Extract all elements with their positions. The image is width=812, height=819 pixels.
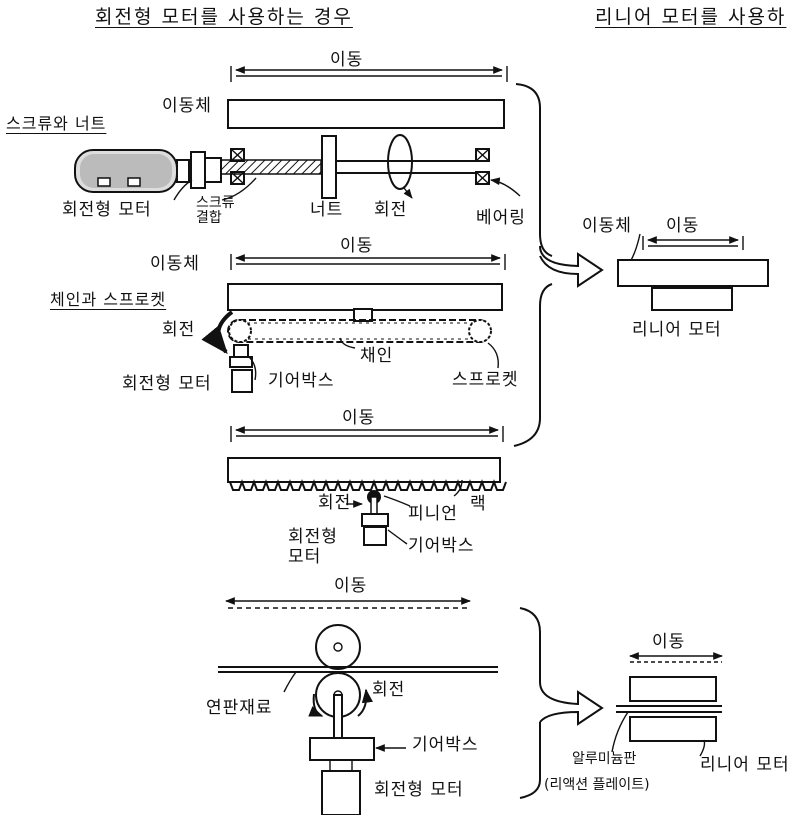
bearing-right [475,148,490,185]
rack-section [227,426,507,546]
sheet-rotation-label: 회전 [372,680,406,700]
roller-shaft [333,694,343,740]
sheet-gearbox-label: 기어박스 [412,735,479,755]
linear-motor-lower [629,716,717,742]
chain-gearbox-label: 기어박스 [268,371,335,391]
move-arrow [225,597,471,609]
rack-gearbox-label: 기어박스 [408,536,475,556]
right-brace-top [513,83,553,447]
arrow-to-linear-top [539,245,604,288]
mover-body [227,283,503,311]
sprocket-right [468,319,492,343]
linear-bottom-motor-label: 리니어 모터 [700,755,790,775]
screw-mover-label: 이동체 [162,96,212,116]
rotation-arrow [201,310,234,355]
screw-move-label: 이동 [330,50,364,70]
screw-coupling-label: 스크류 결합 [196,195,235,227]
chain-sprocket-label: 스프로켓 [452,370,519,390]
rack-motor [363,526,387,546]
plate-label: 알루미늄판 [572,751,637,767]
nut [321,135,337,199]
screw-coupling-hub [204,157,222,183]
rack-move-label: 이동 [342,408,376,428]
linear-motor-upper [629,676,717,702]
linear-bottom-move-label: 이동 [652,632,686,652]
chain-motor-label: 회전형 모터 [122,374,212,394]
chain-motor [231,369,253,393]
screw-nut-label: 너트 [310,200,344,220]
rack-gearbox [361,513,389,527]
sheet-motor [321,770,361,816]
rotary-motor [74,149,190,193]
chain-section [201,254,506,393]
rack-teeth [229,479,507,491]
sheet-motor-label: 회전형 모터 [374,780,464,800]
chain-rotation-label: 회전 [162,320,196,340]
sprocket-left [228,319,252,343]
sheet-section [218,597,498,816]
linear-bottom [611,652,723,757]
arrow-to-linear-bottom [539,681,604,726]
chain-chain-label: 채인 [360,346,394,366]
mover-body [227,99,505,129]
move-arrow [230,66,508,82]
screw-section [74,66,521,201]
header-rotary: 회전형 모터를 사용하는 경우 [95,6,353,28]
linear-mover [617,259,769,287]
linear-top-motor-label: 리니어 모터 [632,320,722,340]
rack-body [227,457,501,483]
screw-rotation-label: 회전 [374,200,408,220]
lead-screw [220,159,322,175]
plate-note-label: (리액션 플레이트) [544,777,650,793]
header-linear: 리니어 모터를 사용하 [595,6,787,28]
chain-section-title: 체인과 스프로켓 [50,290,167,309]
right-brace-bottom [519,607,541,799]
upper-roller [315,624,361,670]
chain-gearbox-base [229,356,253,368]
linear-top [617,233,769,311]
linear-top-move-label: 이동 [666,216,700,236]
chain-move-label: 이동 [340,236,374,256]
linear-motor [651,287,733,311]
rotation-ellipse [387,134,413,190]
screw-section-title: 스크류와 너트 [6,114,107,133]
rack-rack-label: 랙 [470,494,487,514]
rack-rotation-label: 회전 [318,493,352,513]
sheet-gearbox [309,737,375,761]
screw-bearing-label: 베어링 [476,208,526,228]
move-arrow [230,254,506,270]
chain-gearbox [233,344,249,358]
screw-coupling [190,151,206,189]
sheet-move-label: 이동 [334,576,368,596]
rack-pinion-label: 피니언 [408,504,458,524]
move-arrow [230,426,504,442]
screw-motor-label: 회전형 모터 [62,200,152,220]
linear-mover-label: 이동체 [582,216,632,236]
rack-motor-label: 회전형 모터 [288,527,338,567]
chain-mover-label: 이동체 [150,254,200,274]
sheet-material-label: 연판재료 [206,698,273,718]
chain-loop [227,319,491,343]
bearing-left [230,148,245,185]
